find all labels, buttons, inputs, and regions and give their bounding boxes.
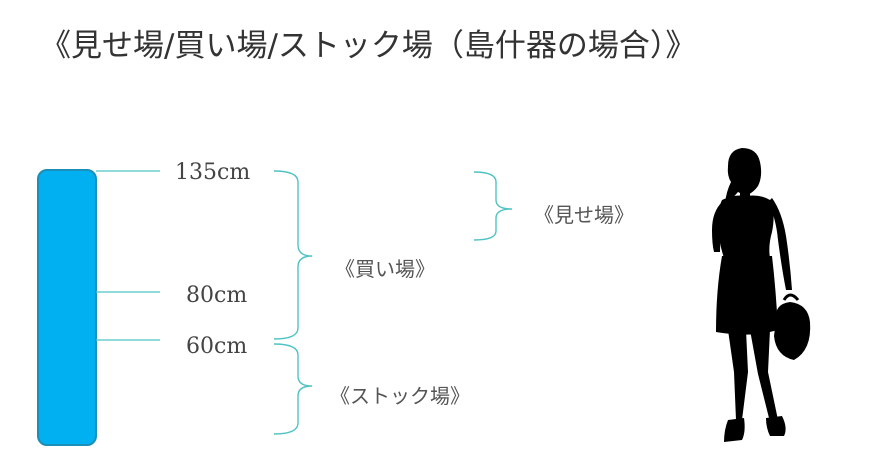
woman-silhouette-icon [712,148,811,442]
zone-label-buy: 《買い場》 [335,257,435,281]
height-label-80: 80cm [186,283,248,308]
height-label-60: 60cm [186,334,248,359]
zone-label-stock: 《ストック場》 [330,384,470,408]
zone-label-show: 《見せ場》 [534,203,634,227]
brace-show-zone [473,171,513,241]
brace-buy-zone [273,170,313,340]
page-title: 《見せ場/買い場/ストック場（島什器の場合）》 [40,28,697,64]
height-label-135: 135cm [175,160,251,185]
brace-stock-zone [273,343,313,435]
island-fixture [37,169,97,446]
